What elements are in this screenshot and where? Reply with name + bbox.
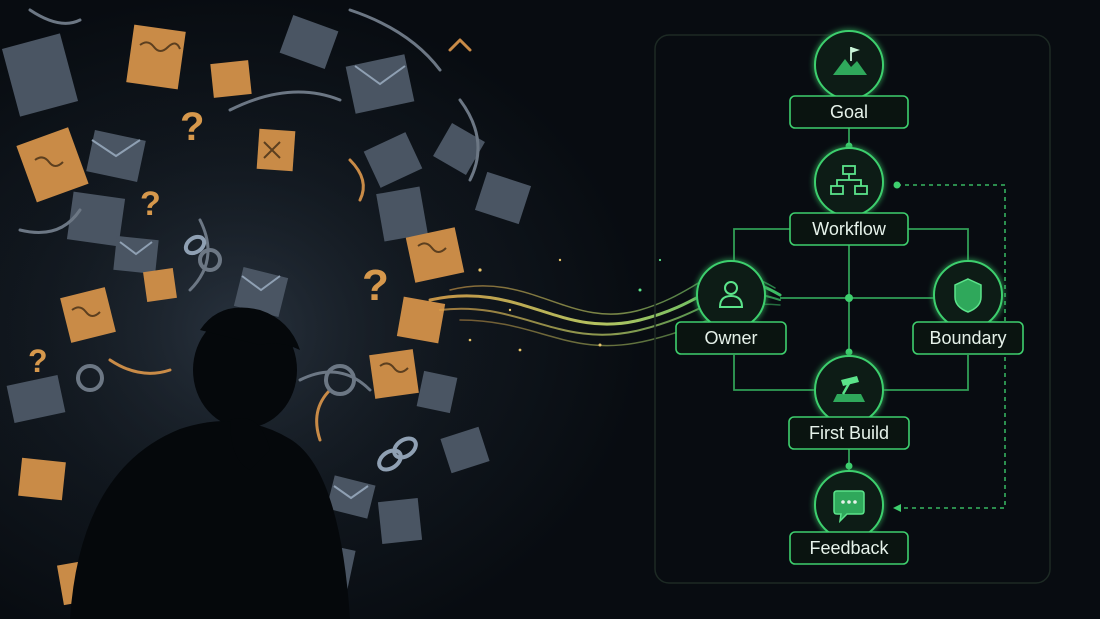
question-mark-icons: ? ? ? ? [28,105,389,379]
chaos-arrows [18,8,480,392]
node-label: Owner [704,328,757,348]
node-workflow: Workflow [789,147,909,246]
person-icon [718,281,744,308]
node-label-box [788,416,910,450]
person-silhouette [70,307,350,619]
node-label-box [789,95,909,129]
node-owner: Owner [675,260,787,355]
svg-text:?: ? [180,105,204,149]
node-label: Workflow [812,219,887,239]
node-label-box [789,212,909,246]
node-goal: Goal [789,30,909,129]
node-label: Goal [830,102,868,122]
hammer-icon [833,376,865,402]
svg-text:?: ? [140,185,161,223]
node-boundary: Boundary [912,260,1024,355]
envelope-icons [91,65,406,500]
svg-text:?: ? [28,343,48,379]
connectors [733,128,1006,509]
node-label: Feedback [809,538,889,558]
node-circle [814,355,884,425]
node-label-box [789,531,909,565]
node-label: First Build [809,423,889,443]
node-circle [814,147,884,217]
node-label: Boundary [929,328,1006,348]
shield-icon [954,278,982,313]
mountain-flag-icon [833,47,867,75]
orange-arrows [108,38,472,442]
node-label-box [675,321,787,355]
node-first-build: First Build [788,355,910,450]
node-feedback: Feedback [789,470,909,565]
chat-bubble-icon [833,490,865,524]
flowchart-icon [830,165,868,195]
svg-text:?: ? [362,261,389,310]
note-scribbles [34,41,447,373]
gear-icons [76,248,356,396]
chain-link-icons [183,234,418,472]
stream-sparkles [468,258,602,352]
node-label-box [912,321,1024,355]
